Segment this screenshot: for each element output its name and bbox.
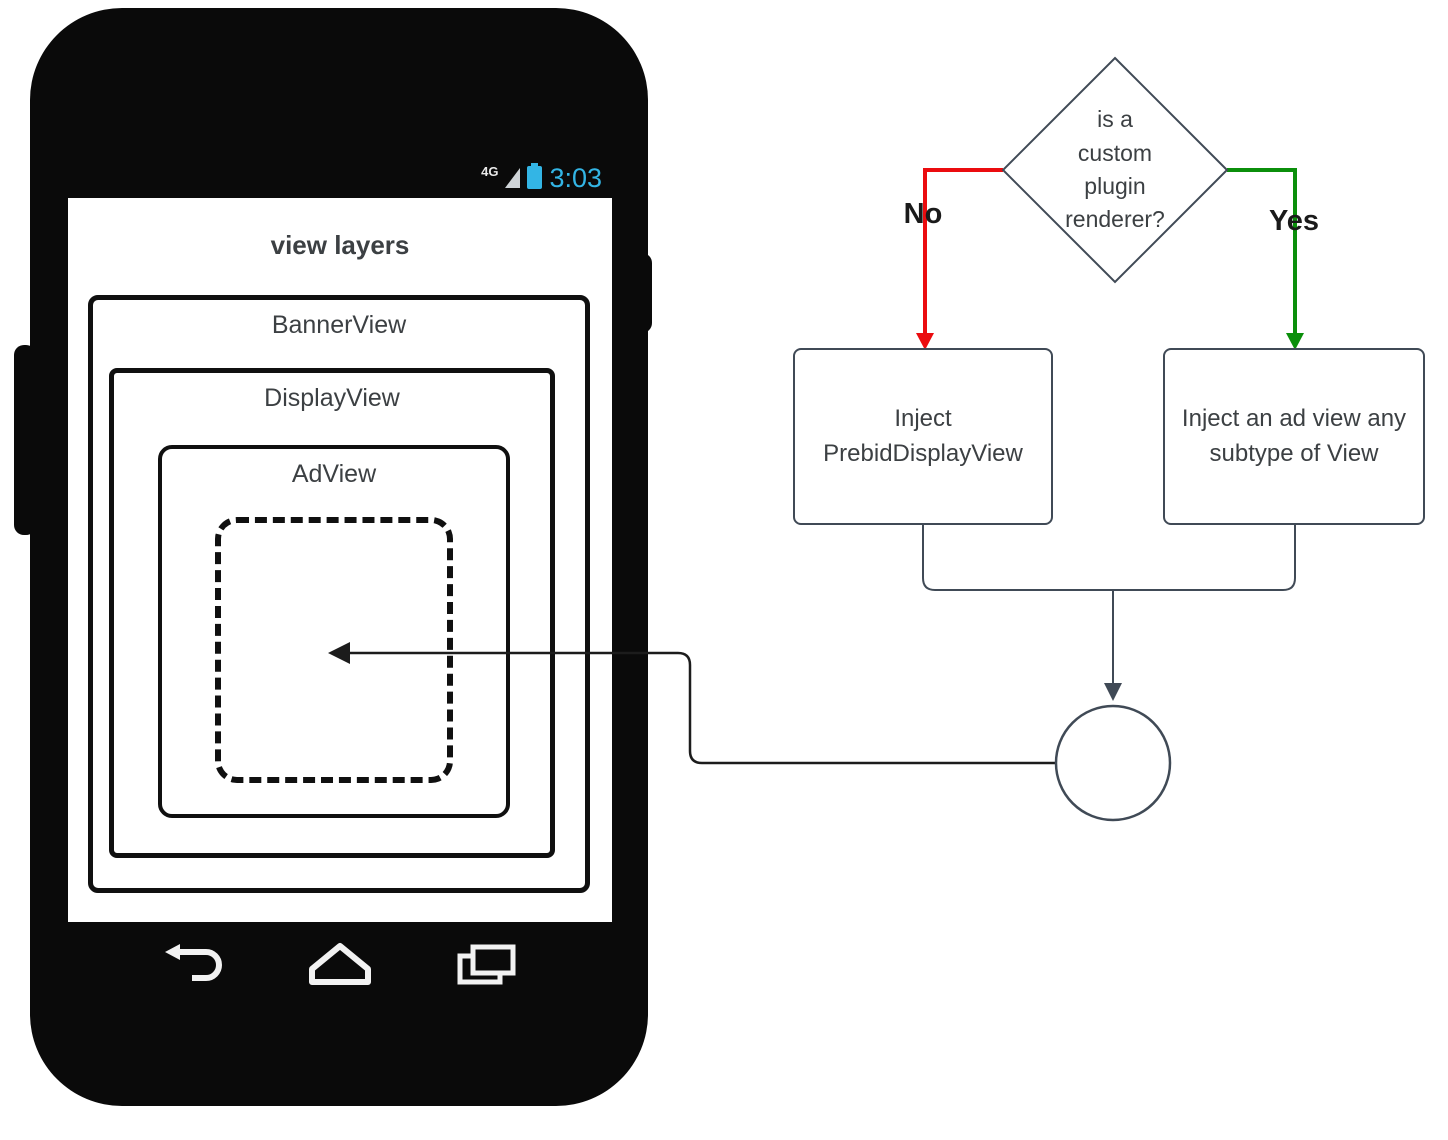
screen-title: view layers (270, 230, 410, 260)
clock: 3:03 (549, 162, 602, 193)
recents-icon (457, 944, 516, 985)
merge-circle (1054, 704, 1172, 822)
battery-icon (527, 163, 543, 189)
no-label: No (903, 198, 943, 230)
yes-arrow (1227, 168, 1297, 334)
network-label: 4G (481, 164, 499, 179)
status-bar: 4G 3:03 (68, 162, 612, 196)
injected-view-placeholder (215, 517, 453, 783)
ad-view-label: AdView (291, 460, 377, 488)
merge-arrowhead (1104, 683, 1122, 701)
back-icon (165, 944, 222, 981)
merge-connector-right (1113, 525, 1296, 591)
decision-text: is a custom plugin renderer? (1065, 106, 1165, 233)
nav-bar (68, 940, 612, 988)
inject-ad-view-box: Inject an ad view any subtype of View (1163, 348, 1425, 525)
no-arrow (923, 168, 1003, 334)
phone-screen: view layers BannerView DisplayView AdVie… (68, 198, 612, 922)
home-icon (309, 943, 371, 985)
merge-connector-left (922, 525, 1113, 591)
inject-prebid-displayview-box: Inject PrebidDisplayView (793, 348, 1053, 525)
banner-view-label: BannerView (271, 311, 407, 339)
yes-label: Yes (1269, 205, 1319, 237)
signal-icon (505, 167, 521, 188)
display-view-label: DisplayView (264, 384, 400, 412)
